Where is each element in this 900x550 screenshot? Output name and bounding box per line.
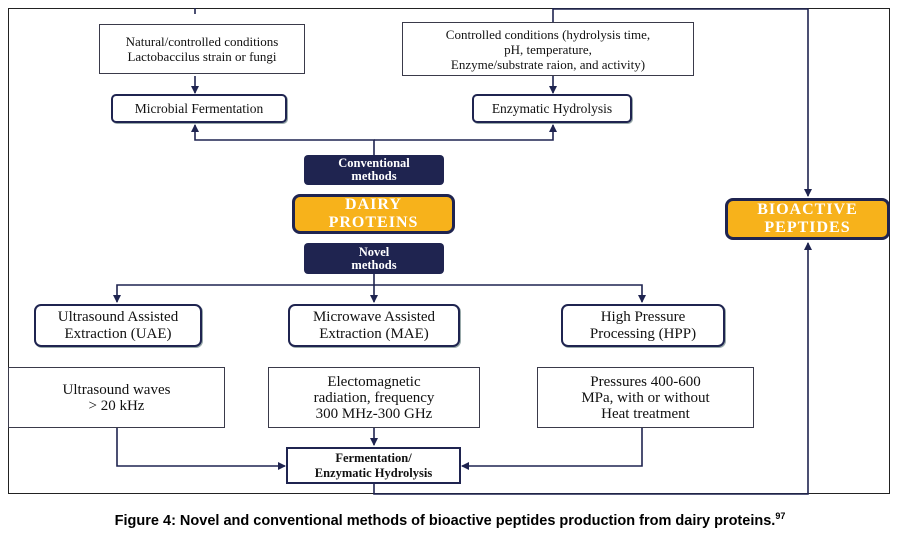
fermentation-line-2: Enzymatic Hydrolysis	[314, 465, 433, 480]
microbial-fermentation-label: Microbial Fermentation	[134, 101, 264, 116]
top-right-note-line-3: Enzyme/substrate raion, and activity)	[450, 56, 646, 72]
uae-desc-line-2: > 20 kHz	[88, 397, 145, 414]
hpp-line-1: High Pressure	[600, 308, 686, 325]
novel-down-right	[374, 284, 646, 303]
top-left-note-line-2: Lactobaccilus strain or fungi	[127, 49, 277, 64]
conventional-methods-badge: Conventional methods	[304, 155, 444, 185]
bioactive-peptides-line-1: BIOACTIVE	[757, 201, 858, 218]
uae-description: Ultrasound waves > 20 kHz	[8, 367, 225, 428]
uae-box: Ultrasound Assisted Extraction (UAE)	[34, 304, 202, 347]
conventional-methods-line-1: Conventional	[338, 156, 410, 170]
hpp-line-2: Processing (HPP)	[589, 325, 697, 342]
fermentation-hydrolysis-box: Fermentation/ Enzymatic Hydrolysis	[286, 447, 461, 484]
uae-line-1: Ultrasound Assisted	[57, 308, 179, 325]
bioactive-peptides-box: BIOACTIVE PEPTIDES	[725, 198, 890, 240]
top-left-note-line-1: Natural/controlled conditions	[125, 34, 279, 49]
mae-desc-line-2: radiation, frequency	[313, 389, 435, 406]
figure-caption: Figure 4: Novel and conventional methods…	[0, 511, 900, 529]
dairy-proteins-line-2: PROTEINS	[328, 214, 419, 231]
top-right-note-line-2: pH, temperature,	[504, 41, 592, 57]
mae-line-2: Extraction (MAE)	[319, 325, 429, 342]
novel-methods-line-2: methods	[351, 257, 397, 272]
uae-to-ferm-arrow	[116, 428, 286, 470]
conventional-up-line-right	[374, 124, 557, 141]
enzymatic-hydrolysis-label: Enzymatic Hydrolysis	[491, 101, 613, 116]
microbial-fermentation-box: Microbial Fermentation	[111, 94, 287, 123]
top-to-bioactive-line	[553, 8, 812, 197]
hpp-box: High Pressure Processing (HPP)	[561, 304, 725, 347]
dairy-proteins-line-1: DAIRY	[345, 196, 402, 213]
dairy-proteins-box: DAIRY PROTEINS	[292, 194, 455, 234]
hpp-description: Pressures 400-600 MPa, with or without H…	[537, 367, 754, 428]
mae-desc-line-1: Electomagnetic	[327, 373, 421, 390]
figure-caption-ref: 97	[775, 511, 786, 521]
mae-description: Electomagnetic radiation, frequency 300 …	[268, 367, 480, 428]
hpp-to-ferm-arrow	[461, 428, 643, 470]
bioactive-peptides-line-2: PEPTIDES	[764, 219, 851, 236]
mae-desc-line-3: 300 MHz-300 GHz	[315, 405, 433, 422]
mae-line-1: Microwave Assisted	[312, 308, 436, 325]
ferm-to-bioactive-line	[373, 242, 812, 495]
novel-down-line	[113, 274, 375, 303]
fermentation-line-1: Fermentation/	[335, 450, 412, 465]
mae-box: Microwave Assisted Extraction (MAE)	[288, 304, 460, 347]
top-left-note: Natural/controlled conditions Lactobacci…	[99, 24, 305, 74]
hpp-desc-line-3: Heat treatment	[601, 405, 690, 422]
hpp-desc-line-2: MPa, with or without	[581, 389, 710, 406]
conventional-up-line	[191, 124, 375, 155]
uae-desc-line-1: Ultrasound waves	[62, 381, 171, 398]
novel-methods-line-1: Novel	[358, 244, 390, 259]
conventional-methods-line-2: methods	[351, 169, 397, 183]
uae-line-2: Extraction (UAE)	[64, 325, 172, 342]
novel-methods-badge: Novel methods	[304, 243, 444, 274]
top-right-note: Controlled conditions (hydrolysis time, …	[402, 22, 694, 76]
hpp-desc-line-1: Pressures 400-600	[590, 373, 701, 390]
enzymatic-hydrolysis-box: Enzymatic Hydrolysis	[472, 94, 632, 123]
figure-caption-text: Figure 4: Novel and conventional methods…	[114, 512, 776, 529]
top-right-note-line-1: Controlled conditions (hydrolysis time,	[445, 26, 651, 42]
